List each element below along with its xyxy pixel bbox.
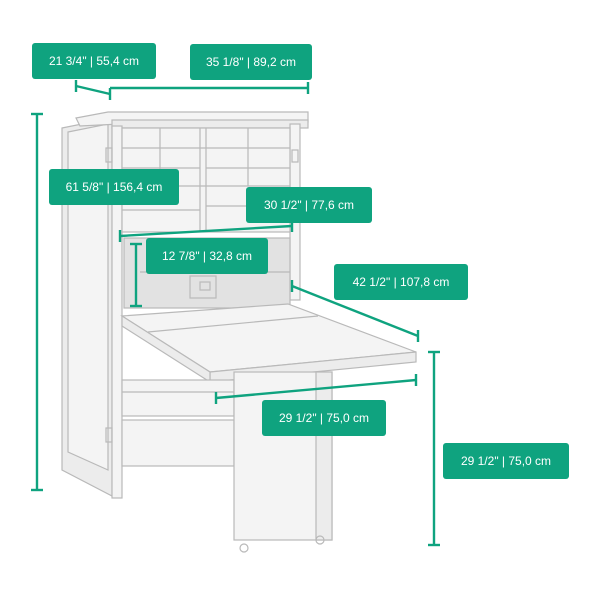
rolling-cart	[233, 371, 333, 553]
depth-label: 21 3/4" | 55,4 cm	[32, 43, 156, 79]
width-label: 35 1/8" | 89,2 cm	[190, 44, 312, 80]
interior-width-label: 30 1/2" | 77,6 cm	[246, 187, 372, 223]
cabinet-side-panel	[61, 117, 113, 497]
fold-down-table	[120, 303, 417, 384]
height-label: 61 5/8" | 156,4 cm	[49, 169, 179, 205]
left-door	[105, 125, 123, 499]
interior-depth-label: 12 7/8" | 32,8 cm	[146, 238, 268, 274]
table-width-label: 29 1/2" | 75,0 cm	[262, 400, 386, 436]
lower-drawers	[121, 379, 235, 467]
table-height-label: 29 1/2" | 75,0 cm	[443, 443, 569, 479]
dimension-lines	[31, 80, 440, 547]
cabinet-crown	[75, 111, 309, 129]
table-length-label: 42 1/2" | 107,8 cm	[334, 264, 468, 300]
